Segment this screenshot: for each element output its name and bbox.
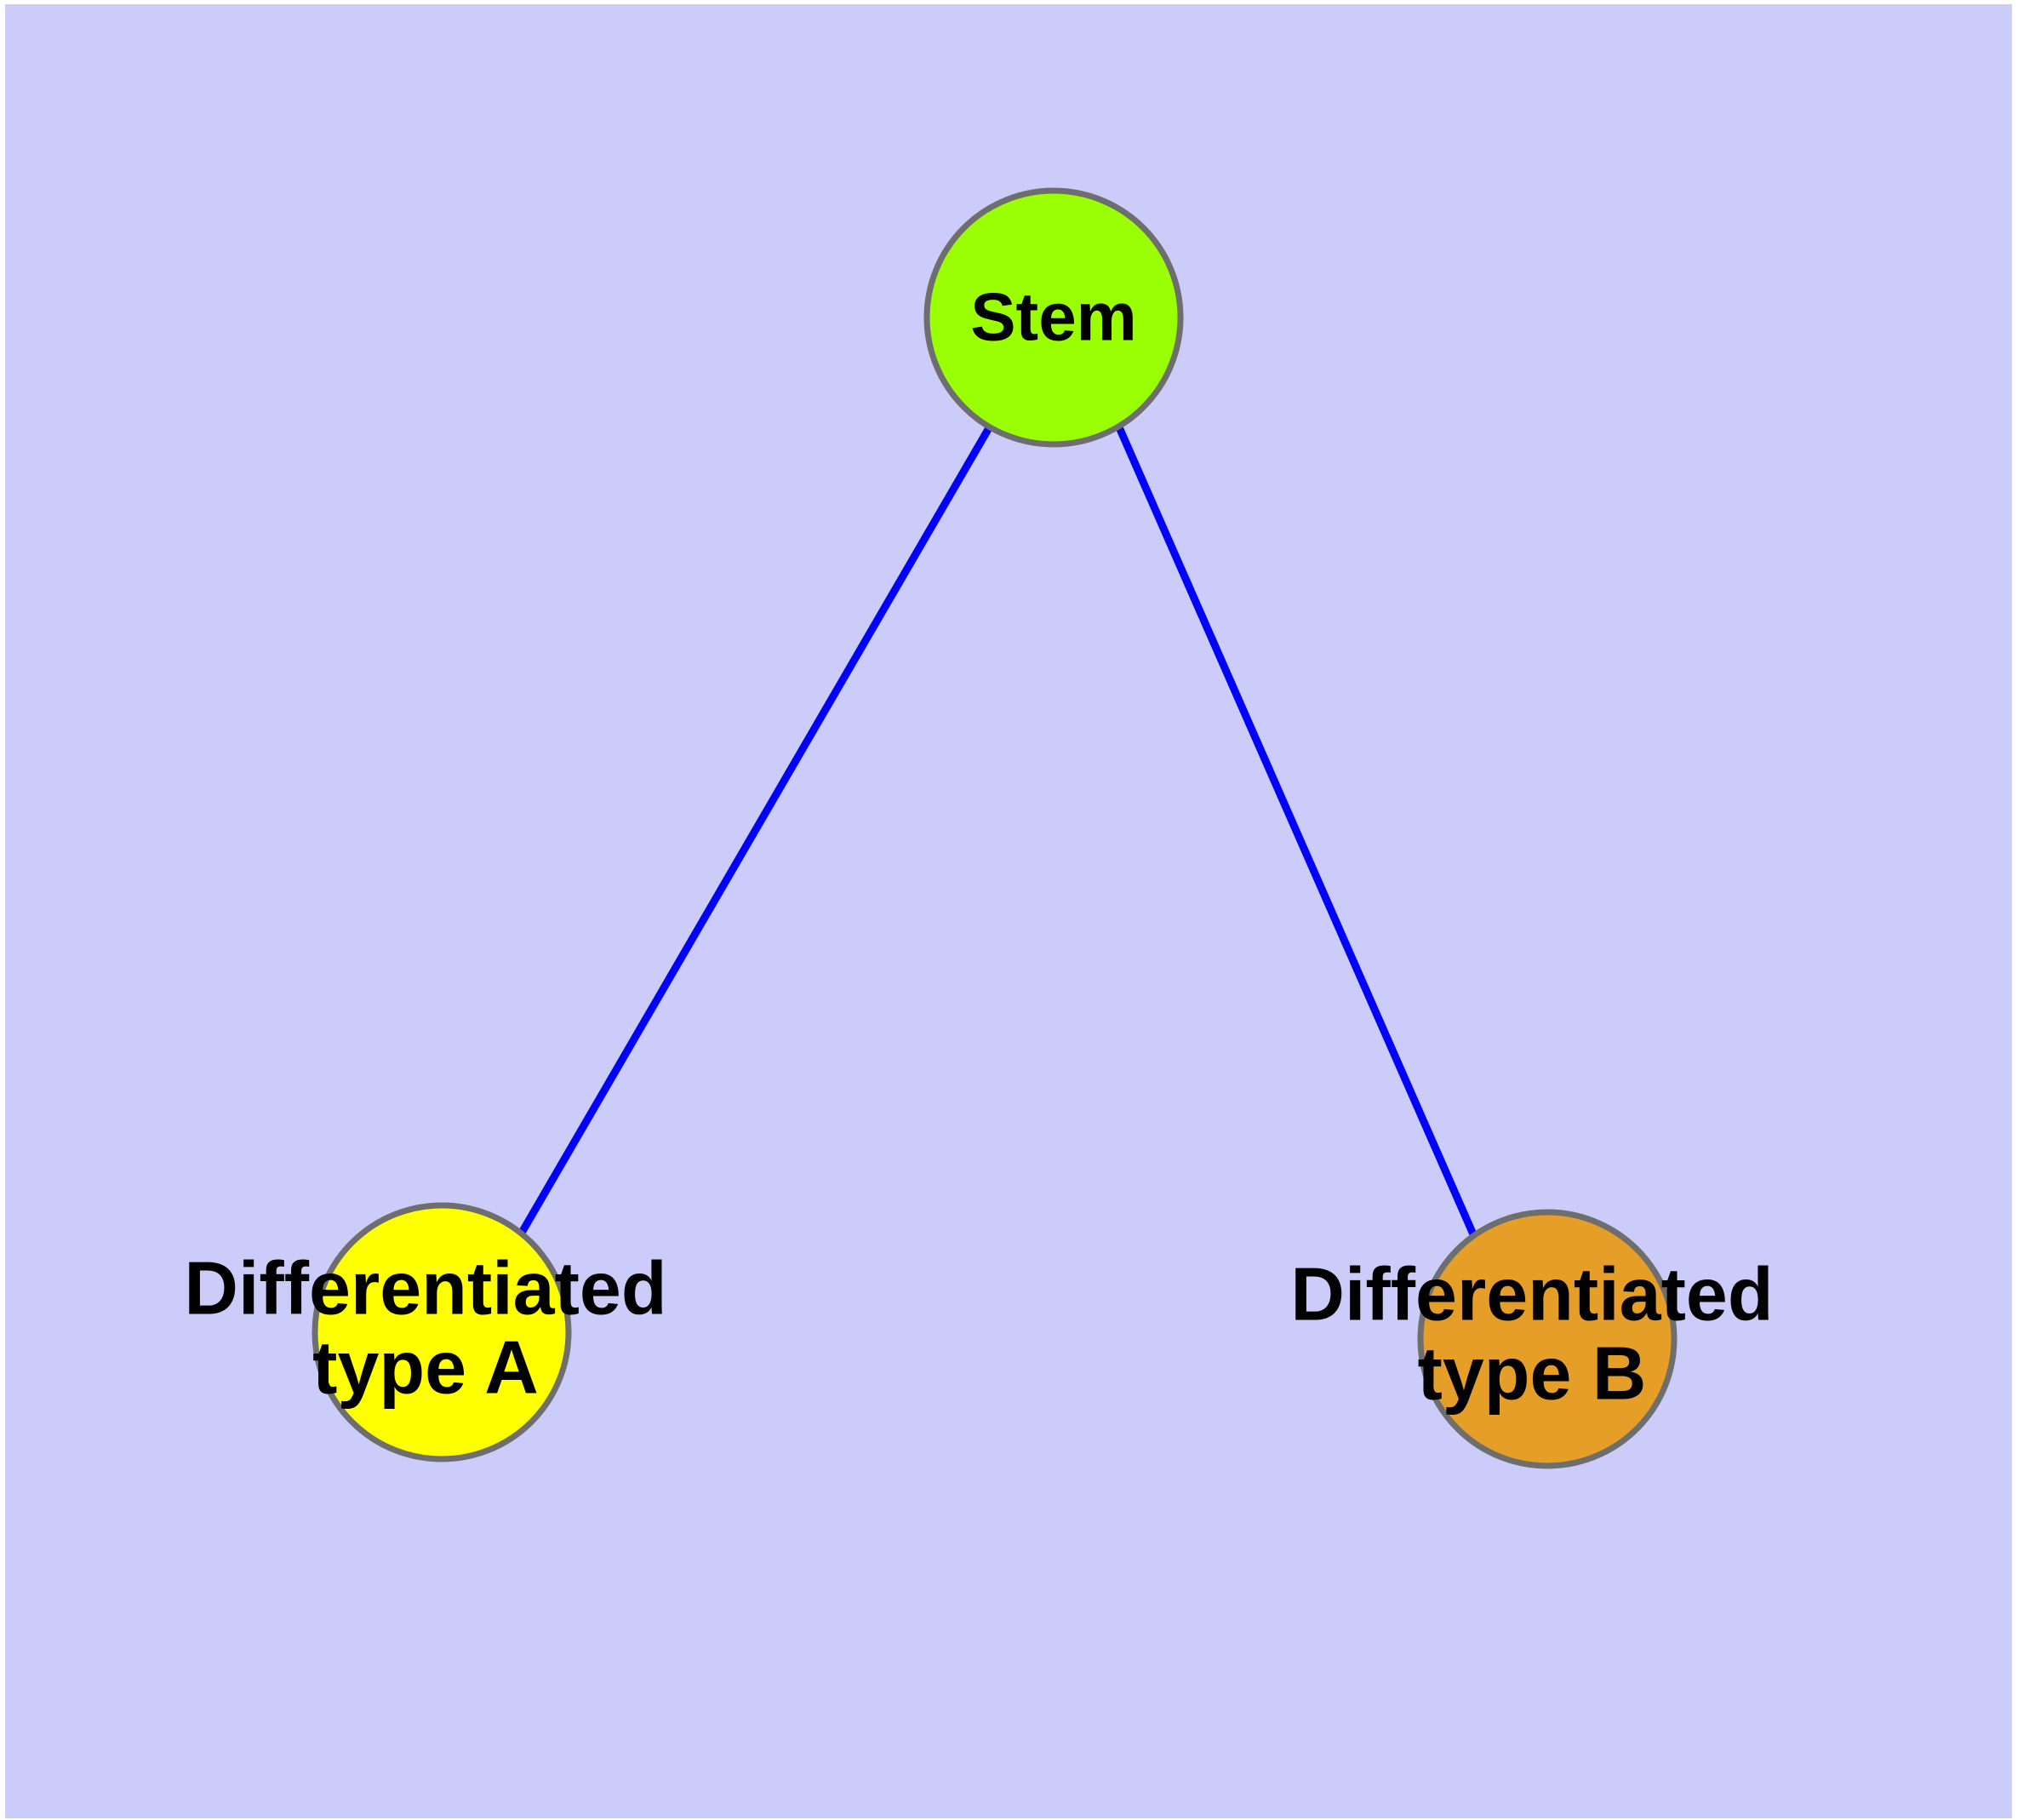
node-stem[interactable] xyxy=(923,187,1184,448)
node-layer xyxy=(311,187,1677,1469)
node-diff-b[interactable] xyxy=(1417,1209,1677,1469)
edge-stem-to-diff-b[interactable] xyxy=(1115,426,1477,1236)
edge-stem-to-diff-a[interactable] xyxy=(518,424,993,1235)
node-diff-a[interactable] xyxy=(311,1202,572,1462)
edge-layer xyxy=(518,424,1477,1236)
